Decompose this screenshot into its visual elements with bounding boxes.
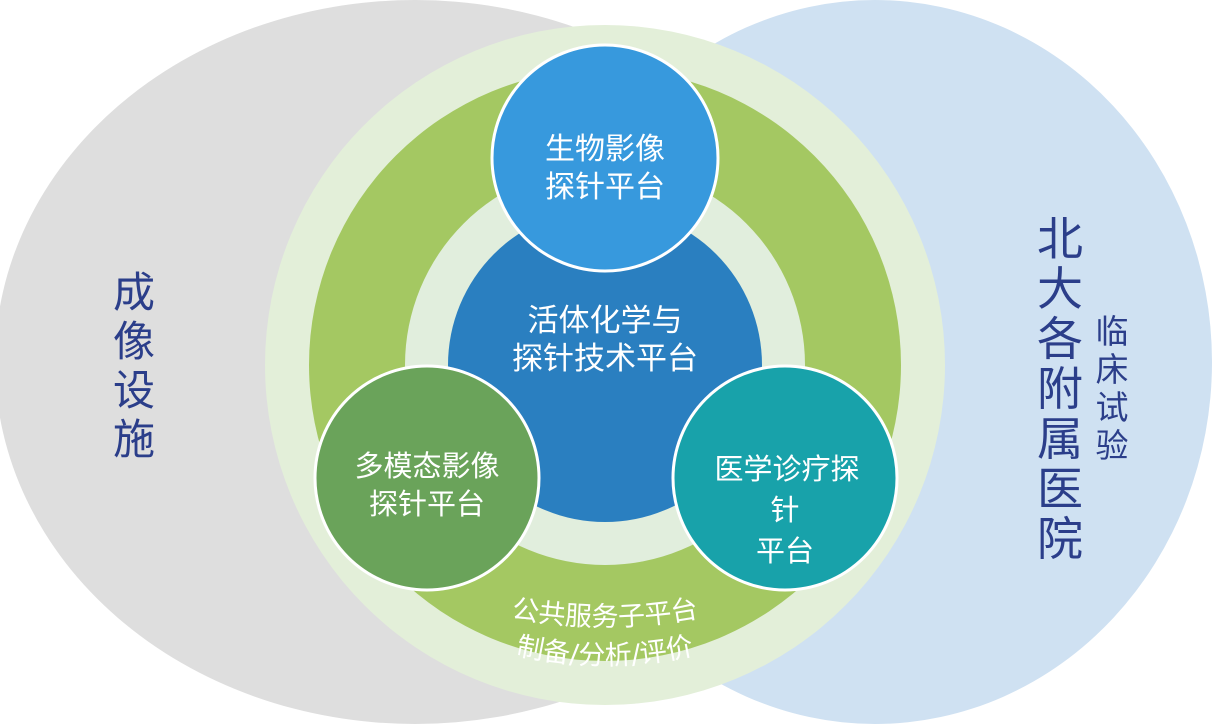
imaging-facility-char: 成 bbox=[113, 268, 155, 317]
clinical-trial-char: 临 bbox=[1096, 312, 1129, 351]
hospital-char: 各 bbox=[1037, 312, 1083, 366]
center-platform-label: 活体化学与 探针技术平台 bbox=[512, 303, 698, 377]
right-platform-circle bbox=[671, 364, 899, 592]
hospital-char: 北 bbox=[1037, 212, 1083, 266]
ring-platform-label: 公共服务子平台 制备/分析/评价 bbox=[510, 594, 700, 672]
top-platform-line-1: 生物影像 bbox=[545, 132, 665, 167]
clinical-trial-char: 验 bbox=[1096, 426, 1129, 465]
left-platform-line-1: 多模态影像 bbox=[354, 449, 499, 483]
center-platform-line-1: 活体化学与 bbox=[528, 303, 683, 339]
top-platform-circle bbox=[490, 43, 720, 273]
left-platform-label: 多模态影像 探针平台 bbox=[354, 449, 499, 521]
imaging-facility-char: 像 bbox=[113, 317, 155, 366]
hospital-char: 医 bbox=[1037, 462, 1083, 516]
hospital-char: 附 bbox=[1037, 362, 1083, 416]
center-platform-line-2: 探针技术平台 bbox=[512, 341, 698, 377]
top-platform-line-2: 探针平台 bbox=[545, 170, 665, 205]
hospital-char: 大 bbox=[1037, 262, 1083, 316]
top-platform-label: 生物影像 探针平台 bbox=[545, 132, 665, 205]
clinical-trial-label: 临 床 试 验 bbox=[1096, 312, 1129, 465]
left-platform-line-2: 探针平台 bbox=[369, 487, 485, 521]
imaging-facility-char: 设 bbox=[113, 366, 155, 415]
clinical-trial-char: 试 bbox=[1096, 388, 1129, 427]
right-platform-label: 医学诊疗探 针 平台 bbox=[714, 452, 859, 568]
right-platform-line-2: 针 bbox=[770, 493, 799, 527]
left-platform-circle bbox=[313, 364, 541, 592]
right-platform-line-1: 医学诊疗探 bbox=[714, 452, 859, 486]
hospital-char: 院 bbox=[1037, 512, 1083, 566]
clinical-trial-char: 床 bbox=[1096, 350, 1129, 389]
imaging-facility-label: 成 像 设 施 bbox=[113, 268, 155, 464]
imaging-facility-char: 施 bbox=[113, 415, 155, 464]
right-platform-line-3: 平台 bbox=[756, 534, 814, 568]
hospital-char: 属 bbox=[1037, 412, 1083, 466]
hospital-label: 北 大 各 附 属 医 院 bbox=[1037, 212, 1083, 566]
